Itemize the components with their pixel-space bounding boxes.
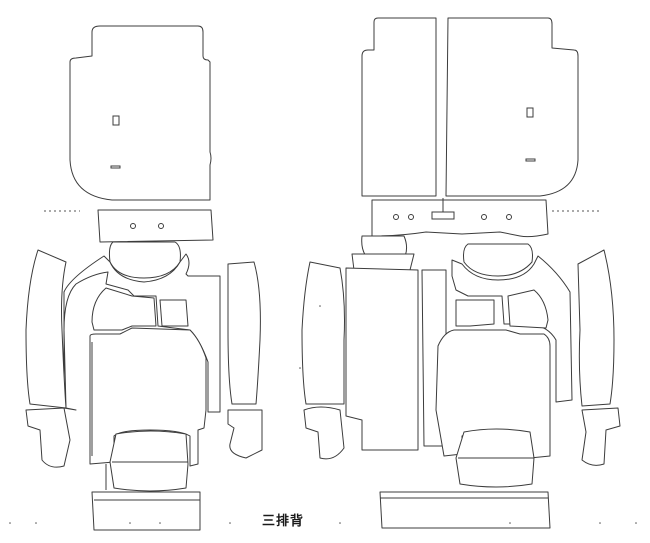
left-yoke-right	[159, 299, 189, 327]
left-side-bolster	[25, 249, 67, 409]
right-strap-hole-1	[393, 214, 399, 220]
right-headrest-slot	[526, 107, 534, 118]
mark-dot-1	[9, 522, 11, 524]
right-yoke-left	[455, 299, 495, 327]
right-side-bolster-right	[577, 249, 615, 407]
left-headrest-slot	[112, 115, 120, 126]
right-outer-wing-left	[303, 406, 345, 460]
right-strap-buckle	[431, 211, 455, 220]
right-side-bolster-left	[301, 261, 345, 405]
right-pattern-set	[301, 17, 621, 529]
mark-dot-6	[339, 522, 341, 524]
mark-dot-10	[635, 522, 637, 524]
right-bottom-base	[379, 491, 551, 529]
left-headrest-notch	[110, 165, 121, 169]
left-strap-hole-2	[158, 223, 164, 229]
mark-dot-11	[319, 305, 321, 307]
right-outer-wing-right	[581, 407, 621, 466]
left-yoke	[91, 287, 157, 331]
mark-dot-8	[599, 522, 601, 524]
left-bottom-cushion	[109, 430, 189, 492]
left-strap-hole-1	[130, 223, 136, 229]
right-headrest-right	[445, 17, 579, 197]
right-headrest-left	[361, 17, 437, 197]
mark-dot-2	[35, 522, 37, 524]
left-headrest-panel	[69, 25, 212, 201]
right-strap-hole-3	[481, 214, 487, 220]
left-pattern-set	[25, 25, 263, 531]
right-center-strip-left	[345, 267, 419, 451]
left-top-strap	[97, 209, 214, 243]
mark-dot-5	[229, 522, 231, 524]
mark-dot-9	[299, 367, 301, 369]
left-neck-piece	[108, 241, 181, 279]
right-neck-piece	[463, 243, 533, 277]
left-bottom-base	[91, 491, 201, 531]
right-neck-small-2	[351, 253, 415, 271]
left-inner-bolster	[227, 261, 261, 405]
right-strap-hole-4	[506, 214, 512, 220]
right-headrest-notch	[525, 158, 536, 162]
sheet-caption: 三排背	[262, 514, 305, 529]
registration-marks	[9, 210, 637, 524]
left-inner-wing	[227, 409, 263, 459]
mark-dot-4	[159, 522, 161, 524]
left-main-back	[89, 327, 207, 467]
right-yoke-right	[507, 289, 549, 329]
mark-dot-7	[509, 522, 511, 524]
left-outer-wing	[25, 407, 71, 468]
mark-dot-3	[129, 522, 131, 524]
right-strap-hole-2	[408, 214, 414, 220]
